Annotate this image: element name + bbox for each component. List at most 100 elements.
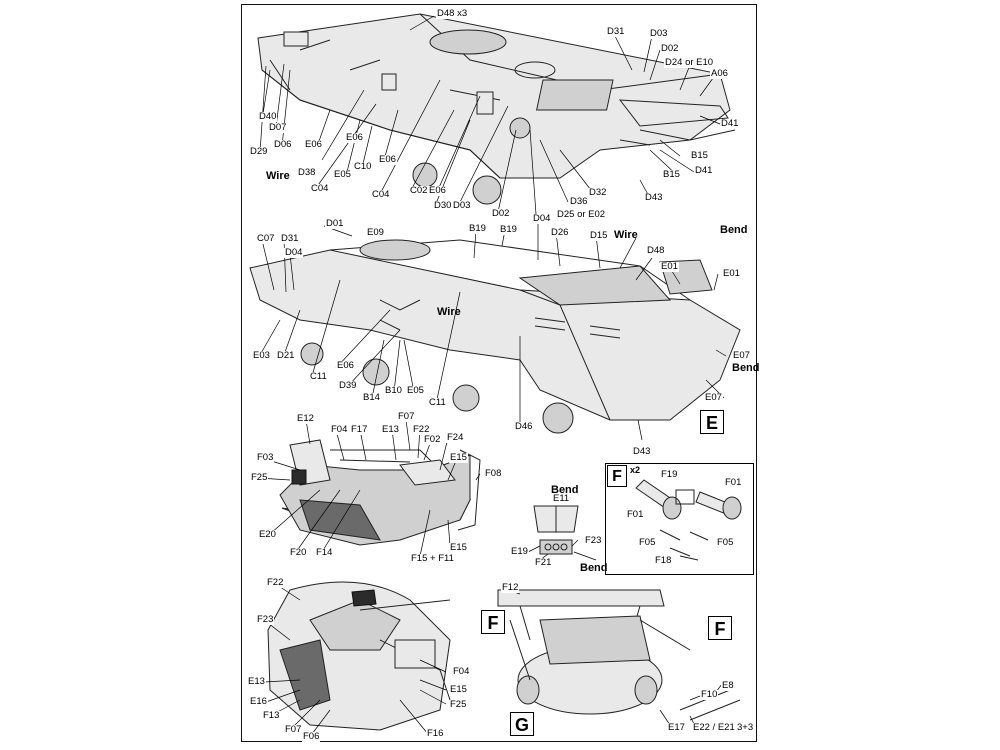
label-f17: F17 <box>350 424 369 435</box>
label-e22-e21: E22 / E21 <box>692 722 736 733</box>
label-d43: D43 <box>632 446 652 457</box>
label-f24: F24 <box>446 432 465 443</box>
hull-side-view <box>249 239 741 434</box>
label-e11: E11 <box>552 493 571 504</box>
label-d36: D36 <box>569 196 589 207</box>
label-e15: E15 <box>449 684 468 695</box>
label-d21: D21 <box>276 350 296 361</box>
label-c02: C02 <box>409 185 429 196</box>
label-f23: F23 <box>256 614 275 625</box>
label-3-plus-3: 3+3 <box>736 722 755 733</box>
label-e15: E15 <box>449 542 468 553</box>
label-e15: E15 <box>449 452 468 463</box>
label-e20: E20 <box>258 529 277 540</box>
label-f15-f11: F15 + F11 <box>410 553 455 564</box>
label-b19: B19 <box>468 223 487 234</box>
section-marker-e: E <box>700 410 724 434</box>
label-d24-or-e10: D24 or E10 <box>664 57 715 68</box>
label-c10: C10 <box>353 161 373 172</box>
label-d40: D40 <box>258 111 278 122</box>
label-f22: F22 <box>412 424 431 435</box>
label-d04: D04 <box>284 247 304 258</box>
turret-assembly <box>279 439 481 546</box>
label-b10: B10 <box>384 385 403 396</box>
label-f19: F19 <box>660 469 679 480</box>
label-d07: D07 <box>268 122 288 133</box>
label-f04: F04 <box>452 666 471 677</box>
section-marker-f: F <box>481 610 505 634</box>
wire-note: Wire <box>614 229 638 241</box>
bend-note: Bend <box>551 484 579 496</box>
bend-note: Bend <box>732 362 760 374</box>
label-d29: D29 <box>249 146 269 157</box>
label-d31: D31 <box>606 26 626 37</box>
label-f20: F20 <box>289 547 308 558</box>
label-b15: B15 <box>662 169 681 180</box>
label-f14: F14 <box>315 547 334 558</box>
label-d41: D41 <box>720 118 740 129</box>
label-f03: F03 <box>256 452 275 463</box>
label-e06: E06 <box>428 185 447 196</box>
label-d39: D39 <box>338 380 358 391</box>
label-d03: D03 <box>452 200 472 211</box>
label-e12: E12 <box>296 413 315 424</box>
label-f04: F04 <box>330 424 349 435</box>
label-f06: F06 <box>302 731 321 742</box>
label-b19: B19 <box>499 224 518 235</box>
label-e05: E05 <box>406 385 425 396</box>
label-d38: D38 <box>297 167 317 178</box>
label-f08: F08 <box>484 468 503 479</box>
section-marker-g: G <box>510 712 534 736</box>
label-c04: C04 <box>371 189 391 200</box>
part-e11-detail <box>533 505 579 555</box>
wire-note: Wire <box>266 170 290 182</box>
label-f12: F12 <box>501 582 520 593</box>
label-d43: D43 <box>644 192 664 203</box>
label-b15: B15 <box>690 150 709 161</box>
label-d48: D48 <box>646 245 666 256</box>
label-e01: E01 <box>660 261 679 272</box>
box-f-detail <box>635 479 742 561</box>
label-f01: F01 <box>626 509 645 520</box>
label-c11: C11 <box>428 397 447 408</box>
label-d46: D46 <box>514 421 534 432</box>
label-e16: E16 <box>249 696 268 707</box>
label-e07: E07 <box>704 392 723 403</box>
label-a06: A06 <box>710 68 729 79</box>
wire-note: Wire <box>437 306 461 318</box>
label-d04: D04 <box>532 213 552 224</box>
label-f07: F07 <box>397 411 416 422</box>
label-e17: E17 <box>667 722 686 733</box>
label-f05: F05 <box>638 537 657 548</box>
label-d32: D32 <box>588 187 608 198</box>
label-d26: D26 <box>550 227 570 238</box>
label-d31: D31 <box>280 233 300 244</box>
label-e19: E19 <box>510 546 529 557</box>
bend-note: Bend <box>720 224 748 236</box>
label-f05: F05 <box>716 537 735 548</box>
label-f21: F21 <box>534 557 553 568</box>
label-e06: E06 <box>336 360 355 371</box>
label-e05: E05 <box>333 169 352 180</box>
label-e07: E07 <box>732 350 751 361</box>
label-f13: F13 <box>262 710 281 721</box>
quantity-x2: x2 <box>630 465 641 475</box>
label-f10: F10 <box>700 689 719 700</box>
label-d15: D15 <box>589 230 609 241</box>
section-marker-f: F <box>607 465 627 487</box>
turret-top-view <box>267 581 451 731</box>
label-e06: E06 <box>378 154 397 165</box>
label-d01: D01 <box>325 218 345 229</box>
label-e13: E13 <box>247 676 266 687</box>
label-c11: C11 <box>309 371 328 382</box>
label-e06: E06 <box>345 132 364 143</box>
label-f01: F01 <box>724 477 743 488</box>
label-d41: D41 <box>694 165 714 176</box>
label-d30: D30 <box>433 200 453 211</box>
label-d02: D02 <box>660 43 680 54</box>
label-e13: E13 <box>381 424 400 435</box>
label-f02: F02 <box>423 434 442 445</box>
label-f25: F25 <box>449 699 468 710</box>
label-d25-or-e02: D25 or E02 <box>556 209 607 220</box>
